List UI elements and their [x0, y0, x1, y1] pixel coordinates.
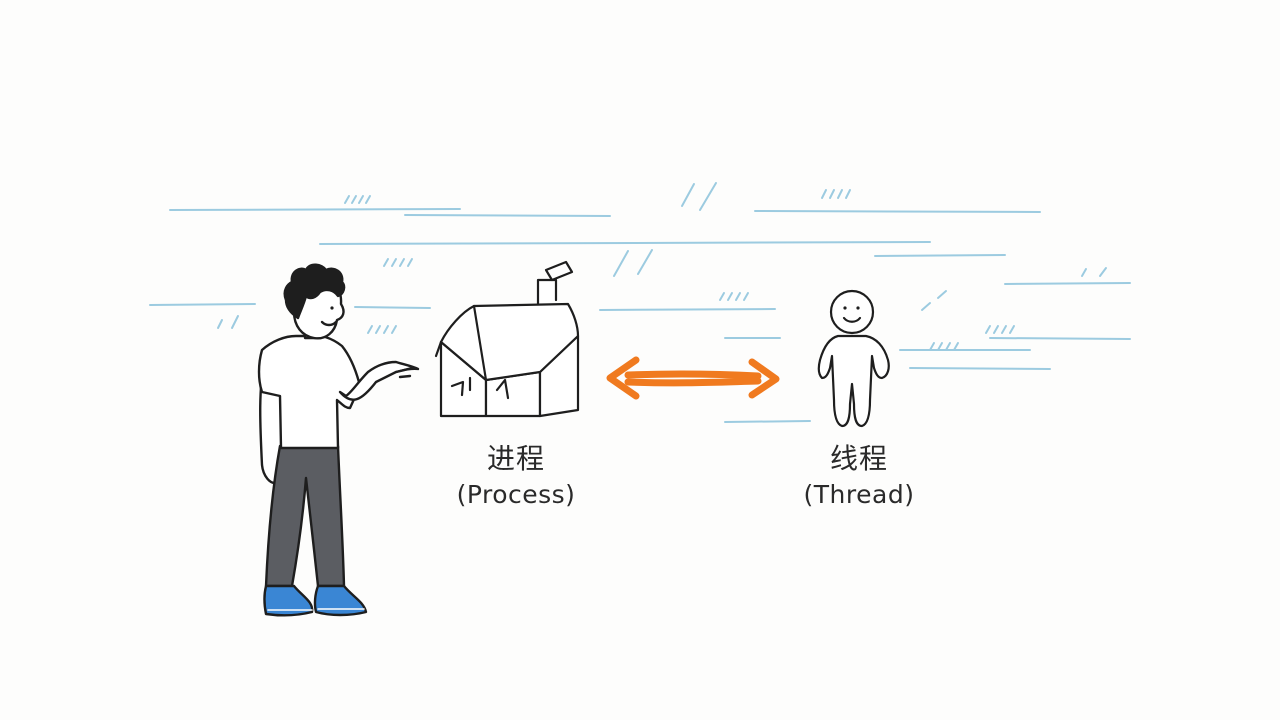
thread-name-zh: 线程 [829, 442, 888, 475]
bidirectional-arrow [606, 356, 780, 400]
person-pointing-icon [257, 263, 420, 617]
process-label: 进程 (Process) [396, 442, 636, 510]
stick-figure-icon [817, 289, 890, 428]
house-icon [434, 260, 580, 418]
thread-label: 线程 (Thread) [739, 442, 979, 510]
process-name-en: (Process) [456, 479, 576, 509]
thread-name-en: (Thread) [803, 479, 915, 509]
process-name-zh: 进程 [486, 442, 545, 475]
background-sketch-lines [149, 182, 1131, 423]
